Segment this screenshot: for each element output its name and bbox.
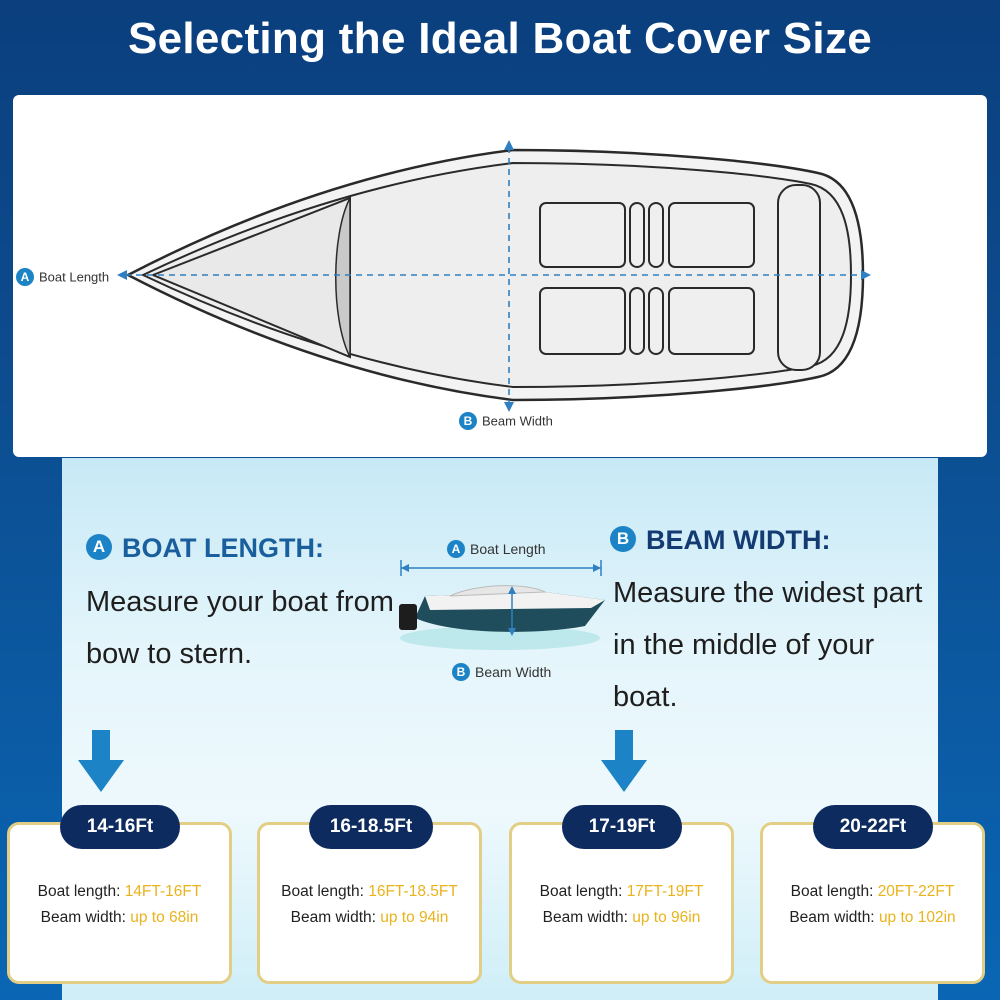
windshield (335, 197, 351, 358)
length-arrowhead-left (117, 270, 127, 280)
size-card-20-22[interactable]: Boat length: 20FT-22FT Beam width: up to… (760, 822, 985, 984)
length-label: Boat length: (539, 883, 627, 900)
length-value: 20FT-22FT (877, 883, 955, 900)
boat-diagram-card: A Boat Length B Beam Width (13, 95, 987, 457)
label-b-badge: B (459, 412, 477, 430)
beam-arrowhead-bottom (504, 402, 514, 412)
length-label: Boat length: (790, 883, 878, 900)
size-card-17-19[interactable]: Boat length: 17FT-19FT Beam width: up to… (509, 822, 734, 984)
photo-beam-label: B Beam Width (452, 663, 552, 682)
beam-label: Beam width: (789, 909, 879, 926)
boat-length-instructions: Measure your boat from bow to stern. (86, 586, 394, 670)
diagram-beam-text: Beam Width (482, 413, 553, 429)
boat-top-view-diagram (117, 140, 871, 412)
length-value: 16FT-18.5FT (368, 883, 458, 900)
length-value: 14FT-16FT (124, 883, 202, 900)
diagram-length-text: Boat Length (39, 269, 110, 285)
outboard-motor (399, 604, 417, 630)
size-options: Boat length: 14FT-16FT Beam width: up to… (0, 805, 1000, 1000)
boat-length-heading: A BOAT LENGTH: (86, 533, 324, 564)
beam-value: up to 96in (632, 909, 701, 926)
label-a-badge: A (16, 268, 34, 286)
beam-value: up to 102in (878, 909, 956, 926)
length-label: Boat length: (281, 883, 369, 900)
beam-width-instructions: Measure the widest part in the middle of… (613, 577, 923, 713)
size-tab-20-22[interactable]: 20-22Ft (813, 805, 933, 849)
boat-photo-illustration (399, 560, 605, 650)
boat-length-heading-text: BOAT LENGTH: (122, 533, 324, 563)
section-a-badge: A (86, 533, 112, 560)
beam-label: Beam width: (40, 909, 131, 926)
size-tab-14-16[interactable]: 14-16Ft (60, 805, 180, 849)
beam-value: up to 68in (130, 909, 199, 926)
down-arrow-icon (601, 730, 647, 792)
boat-deck (425, 592, 605, 610)
length-label: Boat length: (37, 883, 125, 900)
down-arrow-icon (78, 730, 124, 792)
photo-beam-text: Beam Width (475, 664, 552, 680)
length-value: 17FT-19FT (626, 883, 704, 900)
beam-label: Beam width: (290, 909, 381, 926)
photo-length-label: A Boat Length (447, 540, 546, 559)
size-card-16-18-5[interactable]: Boat length: 16FT-18.5FT Beam width: up … (257, 822, 482, 984)
beam-width-heading-text: BEAM WIDTH: (646, 525, 831, 555)
diagram-beam-label: B Beam Width (459, 412, 553, 431)
beam-width-heading: B BEAM WIDTH: (610, 525, 830, 556)
size-card-details: Boat length: 16FT-18.5FT Beam width: up … (260, 879, 479, 931)
page-title: Selecting the Ideal Boat Cover Size (127, 14, 873, 63)
size-tab-17-19[interactable]: 17-19Ft (562, 805, 682, 849)
photo-length-text: Boat Length (470, 541, 546, 557)
beam-arrowhead-top (504, 140, 514, 150)
beam-label: Beam width: (542, 909, 633, 926)
boat-cover (449, 585, 546, 597)
size-card-details: Boat length: 20FT-22FT Beam width: up to… (763, 879, 982, 931)
diagram-length-label: A Boat Length (16, 268, 110, 287)
size-card-details: Boat length: 14FT-16FT Beam width: up to… (10, 879, 229, 931)
section-b-badge: B (610, 525, 636, 552)
length-arrowhead-right (861, 270, 871, 280)
size-card-14-16[interactable]: Boat length: 14FT-16FT Beam width: up to… (7, 822, 232, 984)
photo-a-badge: A (447, 540, 465, 559)
size-tab-16-18-5[interactable]: 16-18.5Ft (309, 805, 433, 849)
size-card-details: Boat length: 17FT-19FT Beam width: up to… (512, 879, 731, 931)
photo-b-badge: B (452, 663, 470, 682)
seats (539, 184, 821, 371)
beam-value: up to 94in (380, 909, 449, 926)
